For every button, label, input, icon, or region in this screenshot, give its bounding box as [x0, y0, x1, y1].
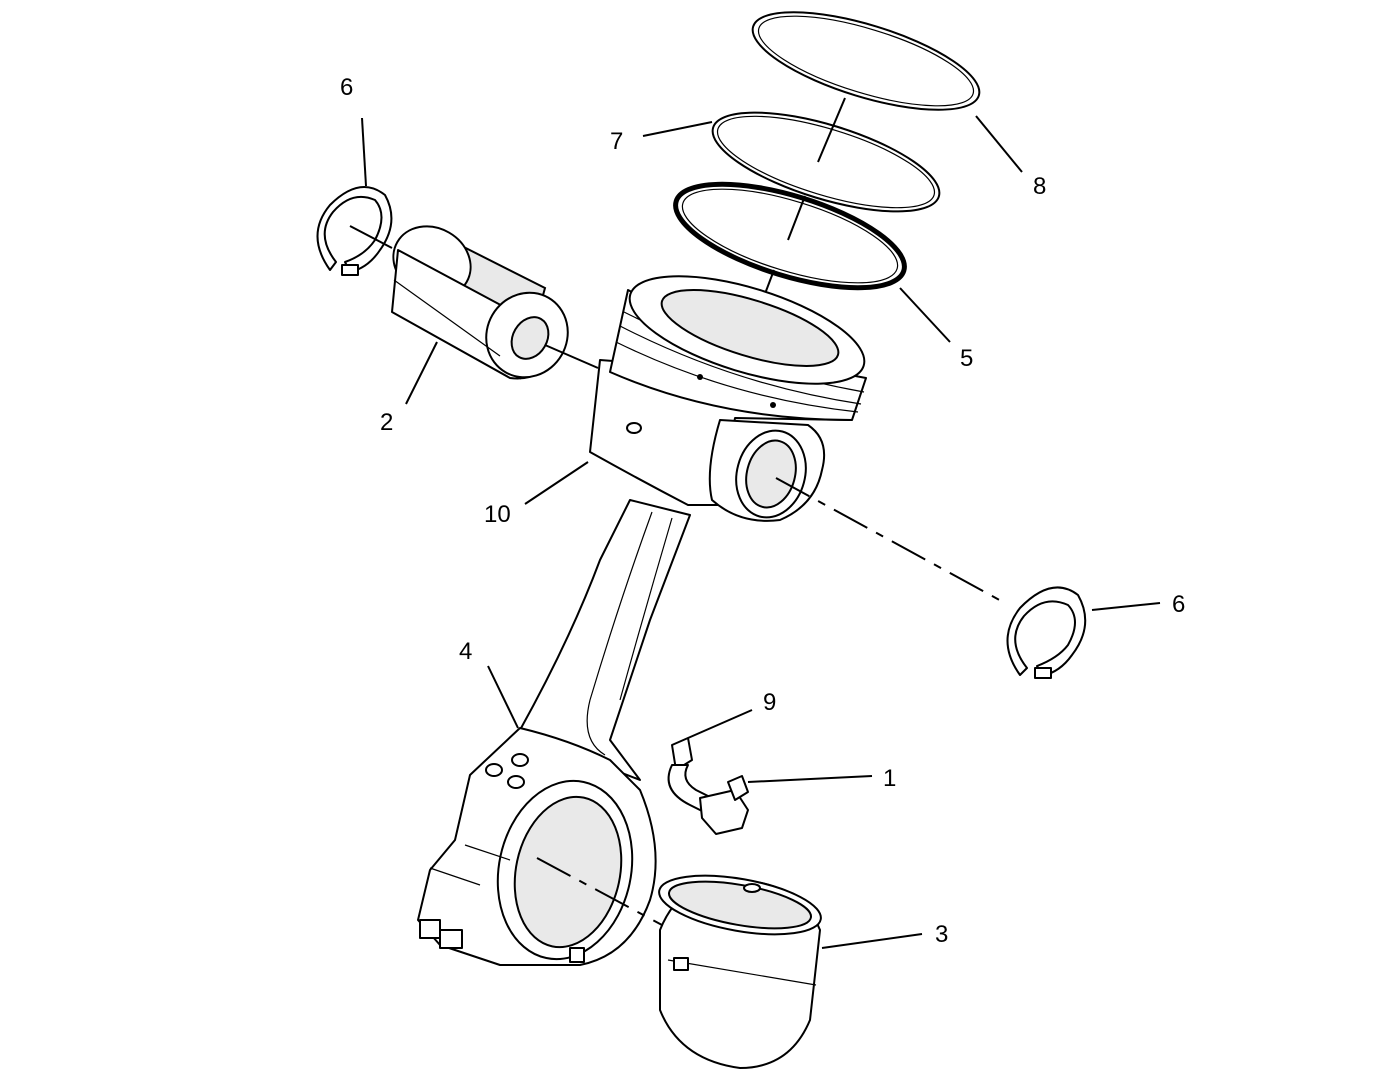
- leader-10: [524, 461, 589, 505]
- leader-1: [747, 775, 873, 783]
- leader-8: [975, 115, 1023, 173]
- leader-6-left: [361, 117, 367, 187]
- bearing-axis: [536, 857, 663, 926]
- callout-4: 4: [459, 638, 472, 665]
- oil-ring: [673, 181, 907, 291]
- callout-8: 8: [1033, 173, 1046, 200]
- leader-9: [687, 709, 753, 739]
- leader-4: [487, 665, 519, 729]
- connecting-rod: [417, 499, 691, 966]
- callout-2: 2: [380, 409, 393, 436]
- callout-6-left: 6: [340, 74, 353, 101]
- callout-1: 1: [883, 765, 896, 792]
- ring-axis-mid: [787, 195, 806, 241]
- retaining-ring-right: [1006, 586, 1087, 679]
- pin-axis-left: [349, 225, 393, 249]
- leader-2: [405, 341, 438, 405]
- callout-9: 9: [763, 689, 776, 716]
- callout-7: 7: [610, 128, 623, 155]
- intermediate-ring: [711, 111, 941, 213]
- callout-3: 3: [935, 921, 948, 948]
- callout-10: 10: [484, 501, 511, 528]
- leader-6-right: [1091, 602, 1161, 611]
- retaining-ring-left: [316, 186, 393, 276]
- pin-axis-long: [775, 477, 1006, 604]
- leader-3: [821, 933, 923, 949]
- callout-5: 5: [960, 345, 973, 372]
- pin-axis-right: [544, 344, 599, 369]
- piston: [589, 275, 867, 522]
- leader-7: [642, 121, 713, 137]
- piston-pin: [391, 225, 569, 380]
- ring-axis-top: [817, 97, 846, 163]
- callout-6-right: 6: [1172, 591, 1185, 618]
- piston-cooling-jet: [667, 737, 749, 835]
- rod-bearing: [658, 874, 822, 1069]
- top-ring: [751, 11, 981, 111]
- leader-5: [899, 287, 951, 343]
